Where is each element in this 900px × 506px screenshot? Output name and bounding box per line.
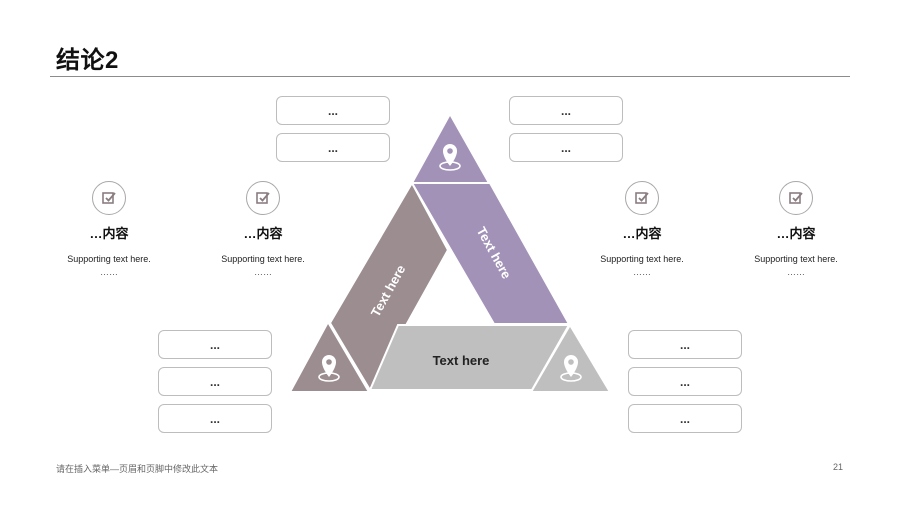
page-number: 21 — [833, 462, 844, 472]
item-dots: …… — [633, 267, 651, 277]
bottom-left-box-3[interactable]: ... — [158, 404, 272, 433]
item-heading: …内容 — [776, 226, 816, 241]
bottom-right-box-3[interactable]: ... — [628, 404, 742, 433]
footer-text: 请在插入菜单—页眉和页脚中修改此文本 — [56, 464, 219, 474]
page-title: 结论2 — [56, 47, 119, 74]
content-item-4: …内容 Supporting text here. …… — [736, 181, 856, 277]
bottom-right-box-1[interactable]: ... — [628, 330, 742, 359]
checkbox-icon — [246, 181, 280, 215]
checkbox-icon — [625, 181, 659, 215]
top-left-box-2[interactable]: ... — [276, 133, 390, 162]
top-right-box-2[interactable]: ... — [509, 133, 623, 162]
location-pin-icon — [439, 144, 461, 171]
item-dots: …… — [254, 267, 272, 277]
checkbox-icon — [779, 181, 813, 215]
bottom-left-box-1[interactable]: ... — [158, 330, 272, 359]
item-heading: …内容 — [622, 226, 662, 241]
bottom-left-box-2[interactable]: ... — [158, 367, 272, 396]
content-item-1: …内容 Supporting text here. …… — [49, 181, 169, 277]
location-pin-icon — [560, 355, 582, 382]
item-dots: …… — [100, 267, 118, 277]
title-divider — [50, 76, 850, 77]
top-left-box-1[interactable]: ... — [276, 96, 390, 125]
checkbox-icon — [92, 181, 126, 215]
content-item-2: …内容 Supporting text here. …… — [203, 181, 323, 277]
bottom-right-box-2[interactable]: ... — [628, 367, 742, 396]
top-right-box-1[interactable]: ... — [509, 96, 623, 125]
item-heading: …内容 — [243, 226, 283, 241]
item-text: Supporting text here. — [600, 254, 684, 264]
location-pin-icon — [318, 355, 340, 382]
bottom-band-label: Text here — [433, 353, 490, 368]
item-text: Supporting text here. — [67, 254, 151, 264]
content-item-3: …内容 Supporting text here. …… — [582, 181, 702, 277]
item-text: Supporting text here. — [221, 254, 305, 264]
item-dots: …… — [787, 267, 805, 277]
item-heading: …内容 — [89, 226, 129, 241]
item-text: Supporting text here. — [754, 254, 838, 264]
triangle-bottom-band — [368, 324, 571, 391]
